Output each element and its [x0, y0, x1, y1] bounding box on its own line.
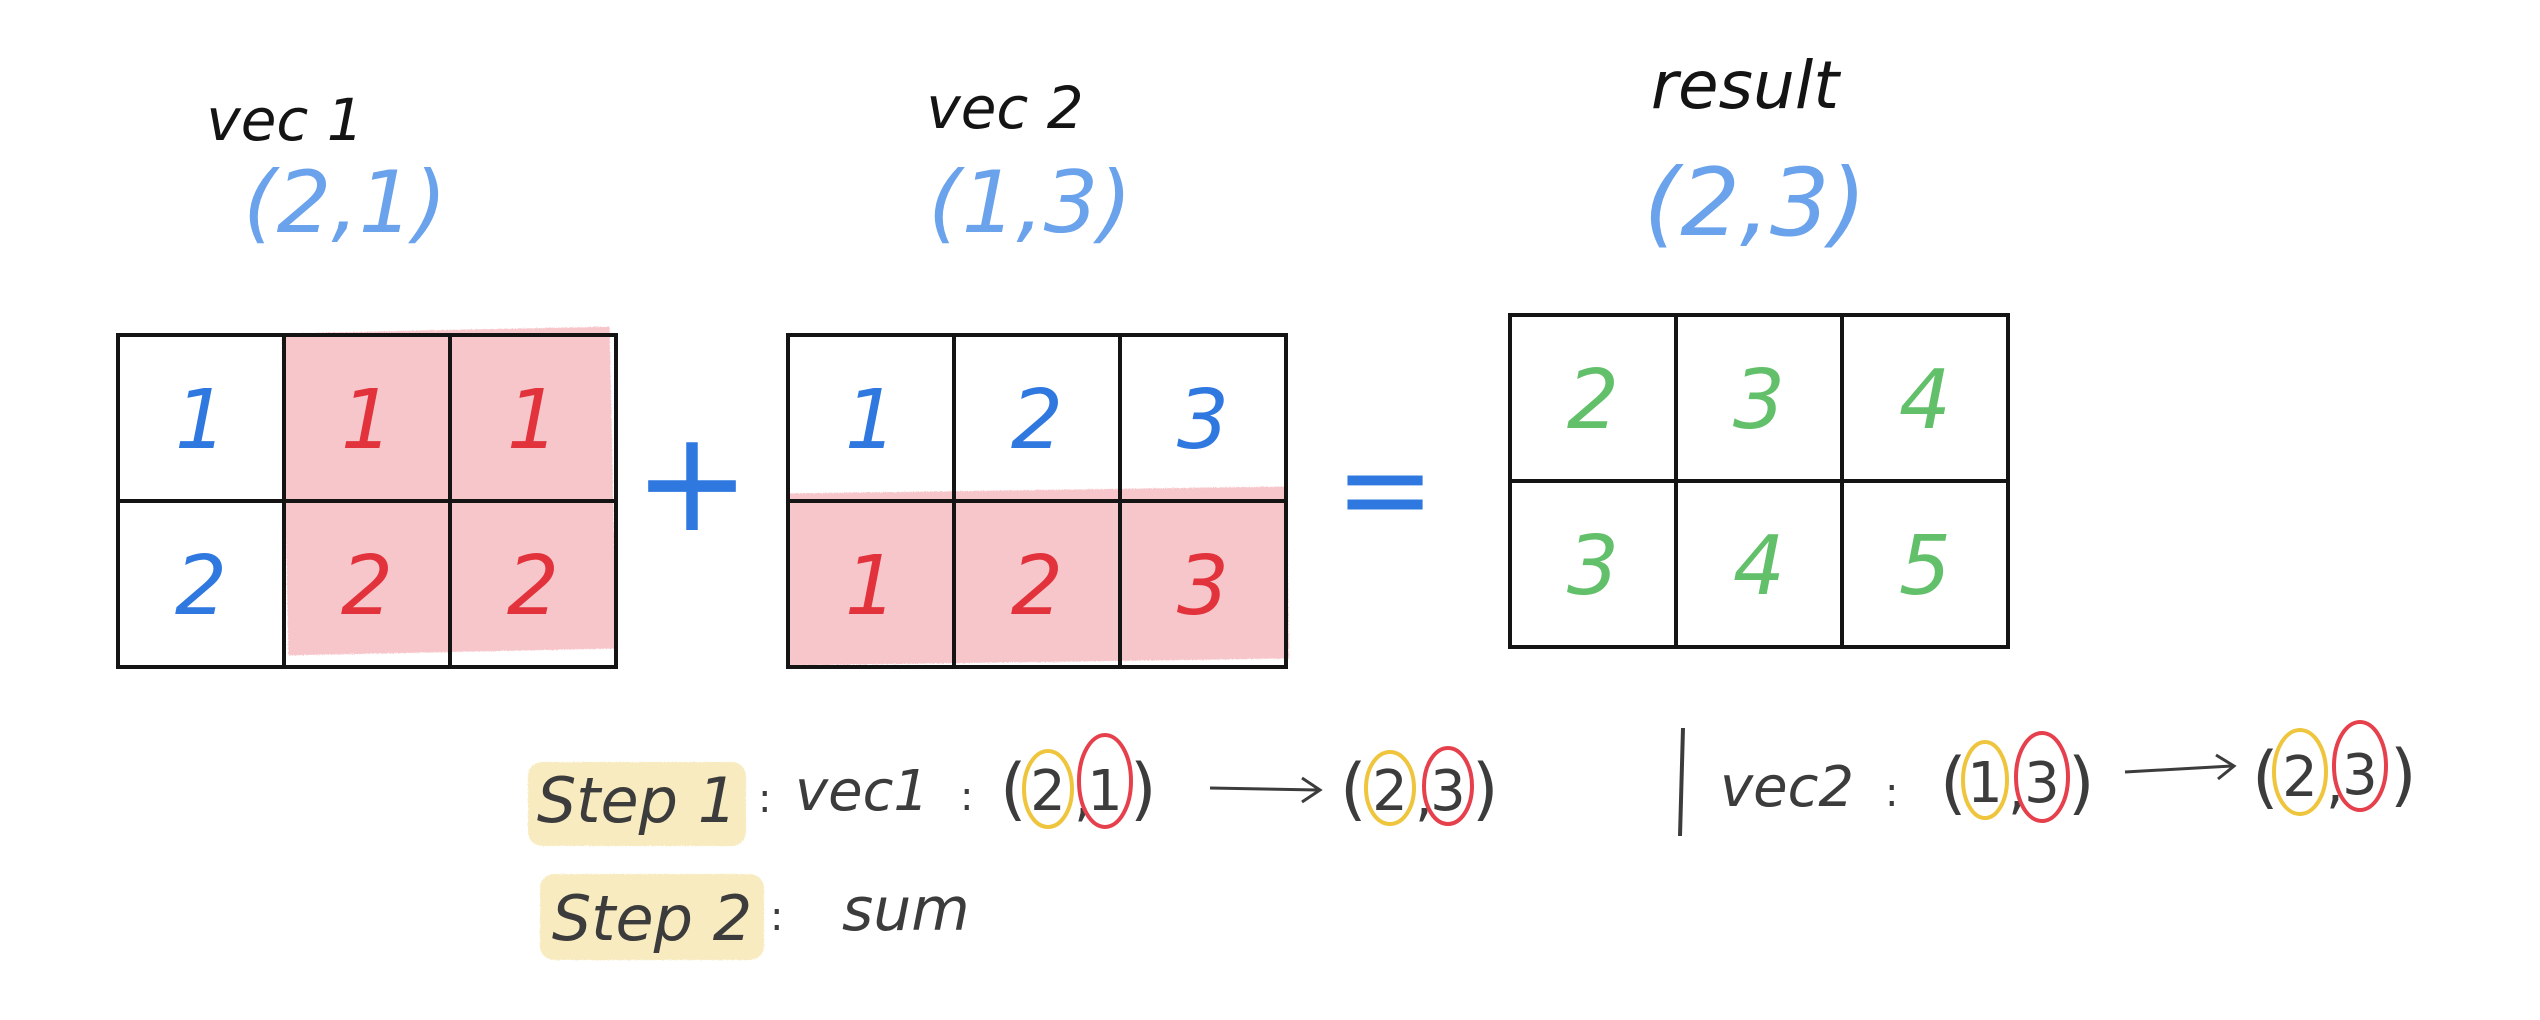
vec1-cell-value: 2 [175, 539, 227, 634]
vec1-cell-value: 1 [341, 373, 393, 468]
vec1-cell-value: 2 [507, 539, 559, 634]
svg-text:2: 2 [1372, 759, 1408, 824]
result-grid: 2 3 4 3 4 5 [1508, 313, 2010, 649]
step1-separator [1678, 727, 1685, 837]
svg-text:1: 1 [1087, 759, 1123, 824]
vec2-broadcast-highlight [786, 486, 1290, 666]
step1-note: Step 1 : vec1 : ( 2 , 1 ) ( 2 , 3 ) [528, 720, 2417, 846]
vec1-cell-value: 1 [175, 373, 227, 468]
svg-text::: : [758, 776, 771, 822]
svg-text::: : [960, 774, 973, 820]
svg-text:): ) [1472, 750, 1499, 829]
vec2-grid: 1 2 3 1 2 3 [786, 333, 1288, 669]
svg-text:+: + [633, 401, 750, 564]
vec2-shape: (1,3) [928, 153, 1132, 253]
result-cell-value: 4 [1733, 519, 1785, 614]
vec1-grid: 1 1 1 2 2 2 [116, 333, 618, 669]
step2-note: Step 2 : sum [540, 874, 970, 960]
step2-label: Step 2 [552, 882, 752, 955]
svg-text::: : [770, 894, 783, 940]
svg-text:=: = [1335, 420, 1436, 559]
vec2-cell-value: 1 [845, 539, 897, 634]
result-cell-value: 3 [1733, 353, 1785, 448]
vec1-cell-value: 1 [507, 373, 559, 468]
vec1-shape: (2,1) [243, 153, 447, 253]
vec2-cell-value: 3 [1177, 373, 1229, 468]
vec1-title: vec 1 [206, 86, 363, 154]
svg-text:3: 3 [1430, 759, 1466, 824]
result-cell-value: 3 [1567, 519, 1619, 614]
vec2-cell-value: 2 [1011, 539, 1063, 634]
result-cell-value: 2 [1567, 353, 1619, 448]
vec2-title: vec 2 [926, 74, 1083, 142]
step1-label: Step 1 [537, 764, 737, 837]
svg-text:): ) [2390, 736, 2417, 815]
step1-label-highlight [528, 762, 746, 846]
svg-text:3: 3 [2342, 743, 2378, 808]
vec1-cell-border [448, 499, 618, 669]
result-cell-value: 5 [1899, 519, 1951, 614]
svg-text:): ) [2068, 744, 2095, 823]
vec2-cell-border [1118, 499, 1288, 669]
svg-text:(: ( [1340, 750, 1367, 829]
plus-operator: + [633, 401, 750, 564]
step1-vec2-label: vec2 [1720, 755, 1854, 820]
svg-text::: : [1885, 770, 1898, 816]
step1-vec1-to-tuple: ( 2 , 3 ) [1340, 746, 1499, 829]
result-cell-border [1840, 479, 2010, 649]
step1-vec2-from-tuple: ( 1 , 3 ) [1940, 731, 2095, 823]
step2-text: sum [842, 875, 970, 945]
step1-vec1-label: vec1 [795, 759, 929, 824]
svg-text:2: 2 [2282, 745, 2318, 810]
result-shape: (2,3) [1644, 149, 1867, 258]
svg-text:): ) [1130, 750, 1157, 829]
result-cell-value: 4 [1899, 353, 1951, 448]
step1-vec2-to-tuple: ( 2 , 3 ) [2252, 720, 2417, 817]
svg-text:3: 3 [2024, 751, 2060, 816]
svg-text:2: 2 [1030, 759, 1066, 824]
equals-operator: = [1335, 420, 1436, 559]
step1-vec1-arrow [1209, 776, 1323, 804]
vec2-cell-value: 2 [1011, 373, 1063, 468]
step2-label-highlight [540, 874, 764, 960]
vec1-cell-value: 2 [341, 539, 393, 634]
vec2-cell-value: 1 [845, 373, 897, 468]
svg-text:1: 1 [1967, 751, 2003, 816]
vec2-cell-value: 3 [1177, 539, 1229, 634]
step1-vec2-arrow [2124, 753, 2237, 781]
step1-vec1-from-tuple: ( 2 , 1 ) [1000, 733, 1157, 829]
result-title: result [1651, 47, 1841, 124]
